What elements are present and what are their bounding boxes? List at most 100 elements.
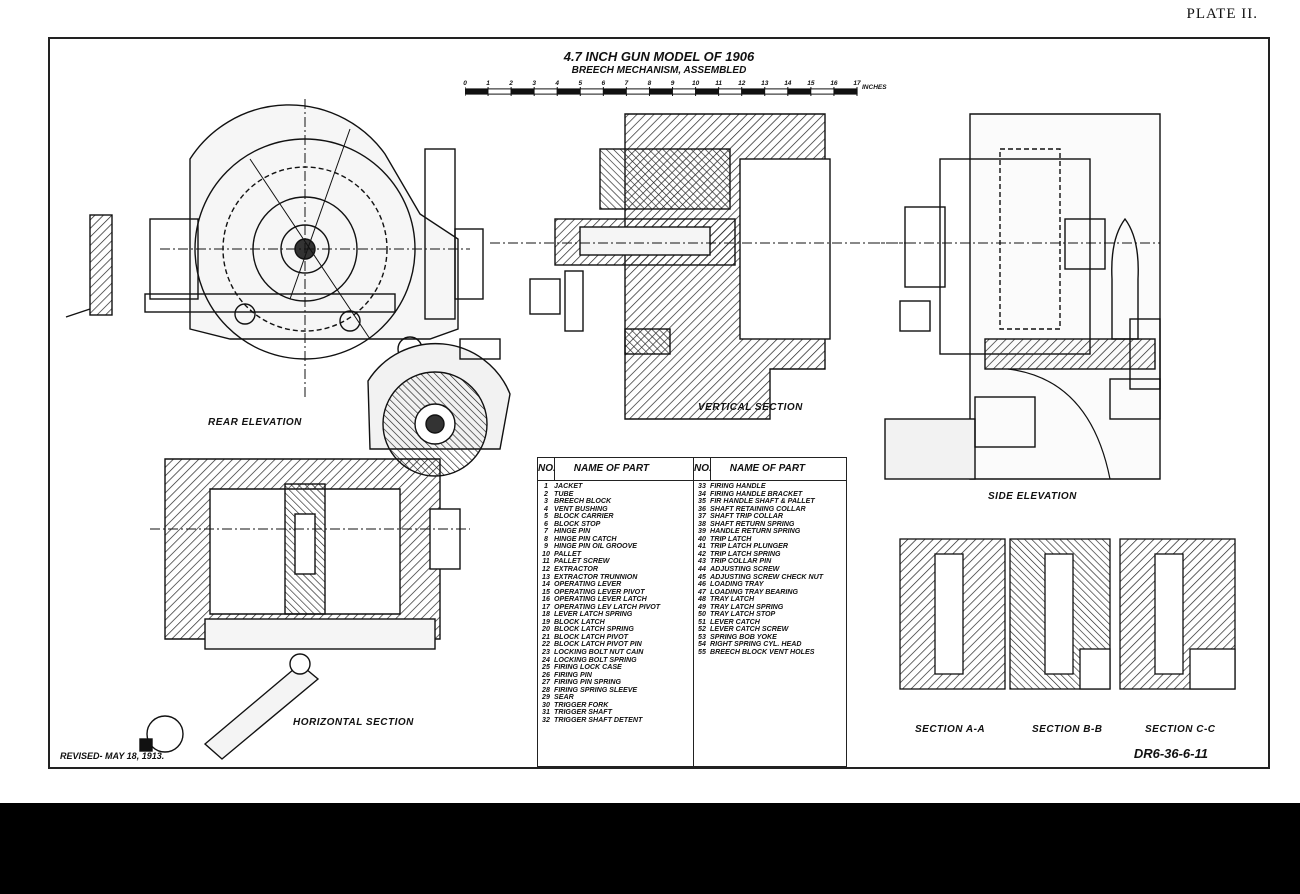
part-number: 12 bbox=[542, 565, 550, 574]
part-name: SHAFT TRIP COLLAR bbox=[710, 512, 784, 521]
part-number: 29 bbox=[542, 693, 550, 702]
part-number: 40 bbox=[698, 534, 706, 543]
part-name: SHAFT RETAINING COLLAR bbox=[710, 504, 806, 513]
part-name: HINGE PIN CATCH bbox=[554, 534, 617, 543]
rear-elevation-view bbox=[65, 99, 511, 477]
part-name: FIRING HANDLE bbox=[710, 482, 766, 490]
part-name: EXTRACTOR bbox=[554, 565, 599, 574]
part-name: OPERATING LEVER LATCH bbox=[554, 595, 647, 604]
part-name: LOCKING BOLT SPRING bbox=[554, 655, 637, 664]
part-number: 37 bbox=[698, 512, 706, 521]
part-row: 55 BREECH BLOCK VENT HOLES bbox=[694, 648, 846, 657]
scale-tick-label: 17 bbox=[853, 80, 861, 87]
part-number: 47 bbox=[698, 587, 706, 596]
part-name: FIRING PIN SPRING bbox=[554, 678, 622, 687]
part-name: BLOCK CARRIER bbox=[554, 512, 614, 521]
scale-tick-label: 9 bbox=[670, 80, 675, 87]
parts-header-name: NAME OF PART bbox=[729, 463, 805, 474]
drawing-title: 4.7 INCH GUN MODEL OF 1906 bbox=[563, 49, 755, 64]
part-number: 15 bbox=[542, 587, 550, 596]
part-row: 12 EXTRACTOR bbox=[538, 565, 693, 574]
part-name: PALLET bbox=[554, 549, 582, 558]
part-number: 8 bbox=[544, 534, 548, 543]
part-number: 51 bbox=[698, 617, 706, 626]
part-number: 3 bbox=[544, 497, 548, 506]
scale-tick-label: 0 bbox=[463, 80, 467, 87]
part-name: OPERATING LEV LATCH PIVOT bbox=[554, 602, 661, 611]
part-name: BLOCK STOP bbox=[554, 519, 601, 528]
part-number: 26 bbox=[542, 670, 550, 679]
scale-tick-label: 15 bbox=[807, 80, 815, 87]
part-number: 36 bbox=[698, 504, 706, 513]
part-number: 42 bbox=[698, 549, 706, 558]
scale-tick-label: 10 bbox=[691, 80, 700, 87]
scale-tick-label: 1 bbox=[486, 80, 490, 87]
part-number: 31 bbox=[542, 708, 550, 717]
part-name: LEVER CATCH SCREW bbox=[710, 625, 789, 634]
part-row: 8 HINGE PIN CATCH bbox=[538, 534, 693, 544]
scale-tick-label: 11 bbox=[715, 80, 723, 87]
scale-tick-label: 2 bbox=[509, 80, 513, 87]
part-row: 36 SHAFT RETAINING COLLAR bbox=[694, 504, 846, 514]
part-number: 4 bbox=[544, 504, 548, 513]
part-number: 43 bbox=[698, 557, 706, 566]
part-name: ADJUSTING SCREW CHECK NUT bbox=[710, 572, 824, 581]
part-number: 48 bbox=[698, 595, 706, 604]
drawing-views bbox=[65, 99, 1236, 760]
part-number: 25 bbox=[542, 663, 550, 672]
part-number: 5 bbox=[544, 512, 548, 521]
part-name: LEVER LATCH SPRING bbox=[554, 610, 633, 619]
part-row: 37 SHAFT TRIP COLLAR bbox=[694, 512, 846, 521]
label-section-bb: SECTION B-B bbox=[1032, 724, 1103, 735]
part-name: TRIGGER SHAFT bbox=[554, 708, 612, 717]
part-number: 9 bbox=[544, 542, 548, 551]
part-name: TUBE bbox=[554, 489, 574, 498]
part-number: 30 bbox=[542, 700, 550, 709]
parts-header-right: NO. NAME OF PART bbox=[694, 458, 846, 481]
part-number: 19 bbox=[542, 617, 550, 626]
part-name: BREECH BLOCK VENT HOLES bbox=[710, 648, 815, 657]
part-number: 46 bbox=[698, 580, 706, 589]
part-number: 17 bbox=[542, 602, 550, 611]
part-name: FIRING SPRING SLEEVE bbox=[554, 685, 638, 694]
part-name: HINGE PIN bbox=[554, 527, 591, 536]
part-number: 11 bbox=[542, 557, 550, 566]
scale-bar bbox=[465, 87, 858, 96]
part-number: 50 bbox=[698, 610, 706, 619]
part-number: 35 bbox=[698, 497, 706, 506]
scale-tick-label: 6 bbox=[601, 80, 606, 87]
part-number: 21 bbox=[542, 632, 550, 641]
part-row: 16 OPERATING LEVER LATCH bbox=[538, 595, 693, 604]
part-number: 16 bbox=[542, 595, 550, 604]
part-number: 39 bbox=[698, 527, 706, 536]
part-name: SHAFT RETURN SPRING bbox=[710, 519, 795, 528]
part-number: 20 bbox=[542, 625, 550, 634]
scale-tick-label: 3 bbox=[532, 80, 536, 87]
part-name: JACKET bbox=[554, 482, 583, 490]
scale-tick-label: 5 bbox=[578, 80, 583, 87]
part-row: 9 HINGE PIN OIL GROOVE bbox=[538, 543, 693, 551]
part-number: 55 bbox=[698, 648, 706, 657]
part-name: HINGE PIN OIL GROOVE bbox=[554, 542, 638, 551]
